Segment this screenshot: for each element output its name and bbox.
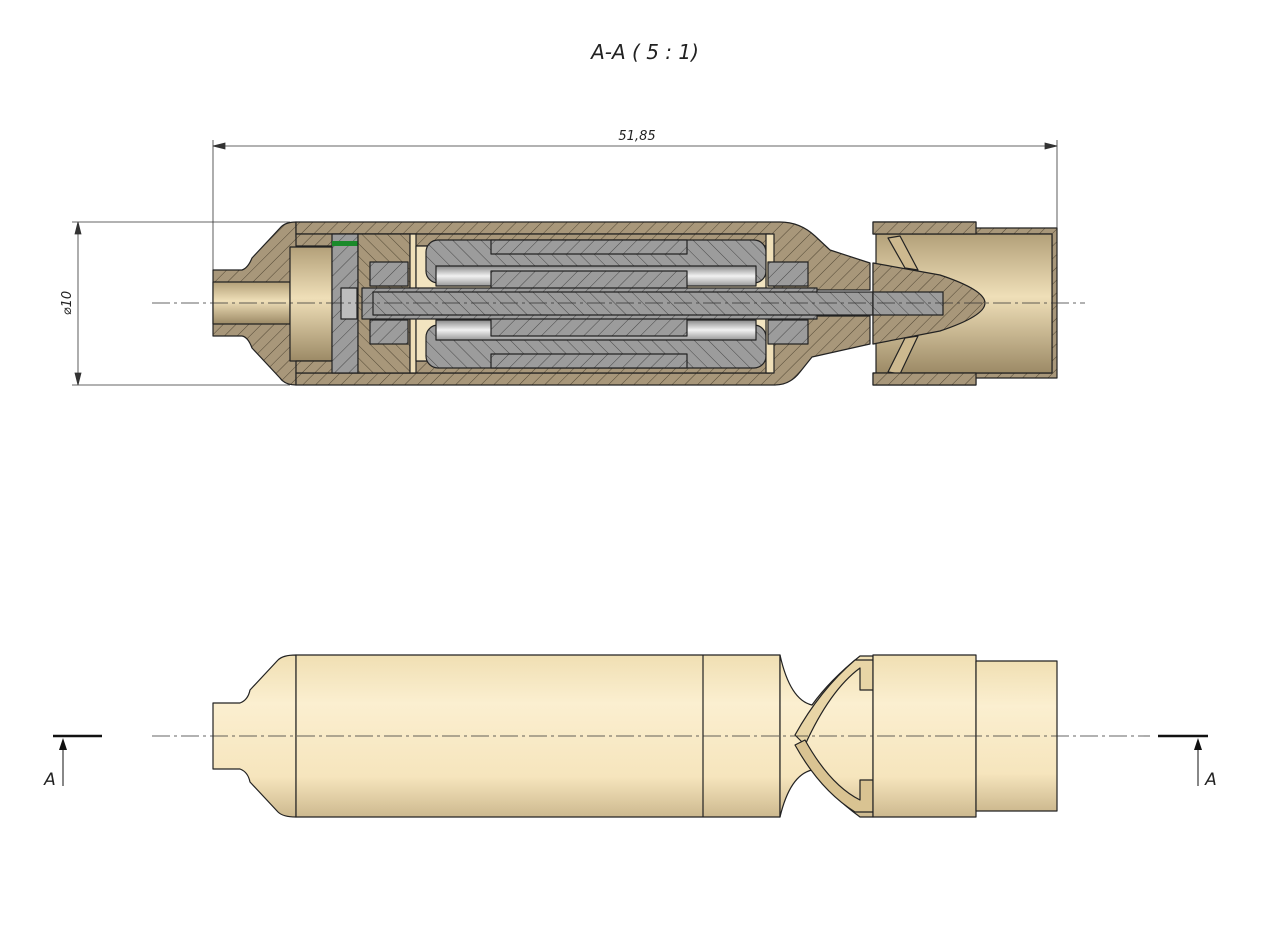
diameter-dimension-label: ⌀10: [60, 291, 75, 315]
section-title: A-A ( 5 : 1): [589, 40, 699, 64]
section-marker-left-label: A: [43, 770, 56, 790]
section-marker-right: [1158, 734, 1208, 786]
exterior-view: [212, 654, 1058, 818]
section-view: [212, 221, 1058, 386]
length-dimension-label: 51,85: [618, 129, 655, 144]
section-marker-left: [53, 734, 102, 786]
section-marker-right-label: A: [1204, 770, 1217, 790]
diameter-dimension: [72, 221, 290, 386]
length-dimension: [212, 140, 1058, 270]
